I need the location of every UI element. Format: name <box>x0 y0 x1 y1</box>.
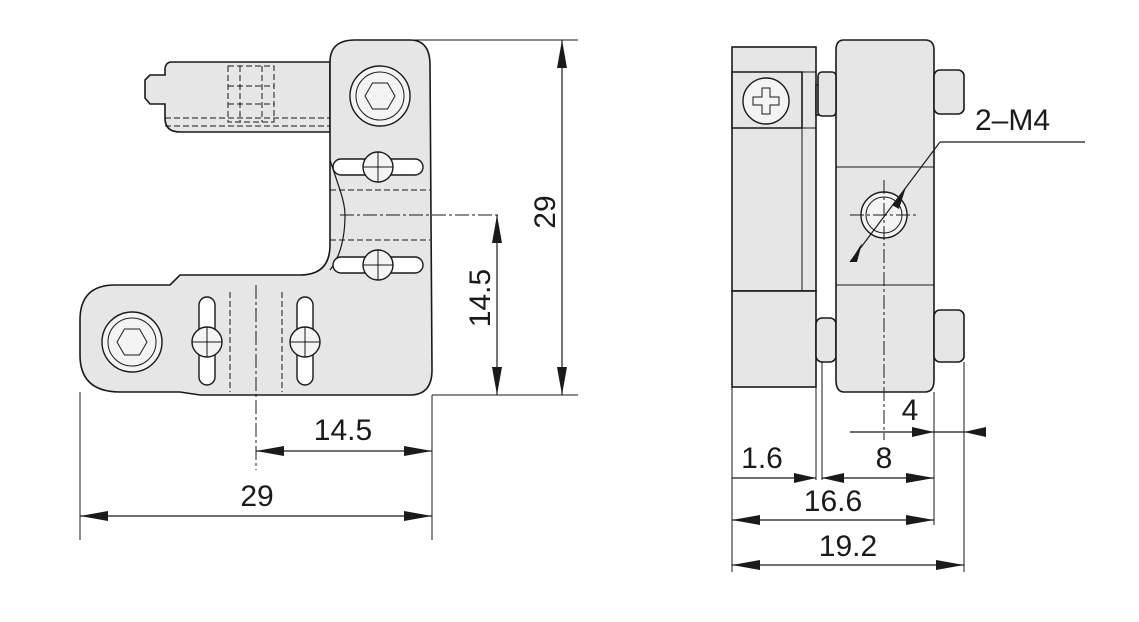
main-body <box>79 39 433 396</box>
dim-front-half-width: 14.5 <box>314 414 372 447</box>
slot-screw-right <box>289 296 321 386</box>
front-view: 29 14.5 14.5 29 <box>79 39 578 540</box>
inner-curve <box>329 159 346 271</box>
dim-front-width: 29 <box>240 480 273 513</box>
side-view: 2–M4 4 1.6 8 16.6 19.2 <box>731 39 1085 572</box>
thread-callout: 2–M4 <box>975 104 1050 137</box>
slot-screw-lower <box>332 249 424 281</box>
slot-screw-upper <box>332 151 424 183</box>
hex-socket-screw-icon <box>101 311 163 373</box>
dim-front-height: 29 <box>529 195 562 228</box>
hex-socket-screw-icon <box>349 65 411 127</box>
dim-side-thickness: 1.6 <box>741 442 783 475</box>
dim-side-offset: 4 <box>902 394 919 427</box>
dim-side-total: 19.2 <box>819 530 877 563</box>
dim-front-half-height: 14.5 <box>464 269 497 327</box>
slot-screw-left <box>191 296 223 386</box>
dim-side-center: 8 <box>876 442 893 475</box>
phillips-screw-icon <box>742 77 790 125</box>
set-screw-top <box>165 65 330 127</box>
dim-side-body: 16.6 <box>804 485 862 518</box>
